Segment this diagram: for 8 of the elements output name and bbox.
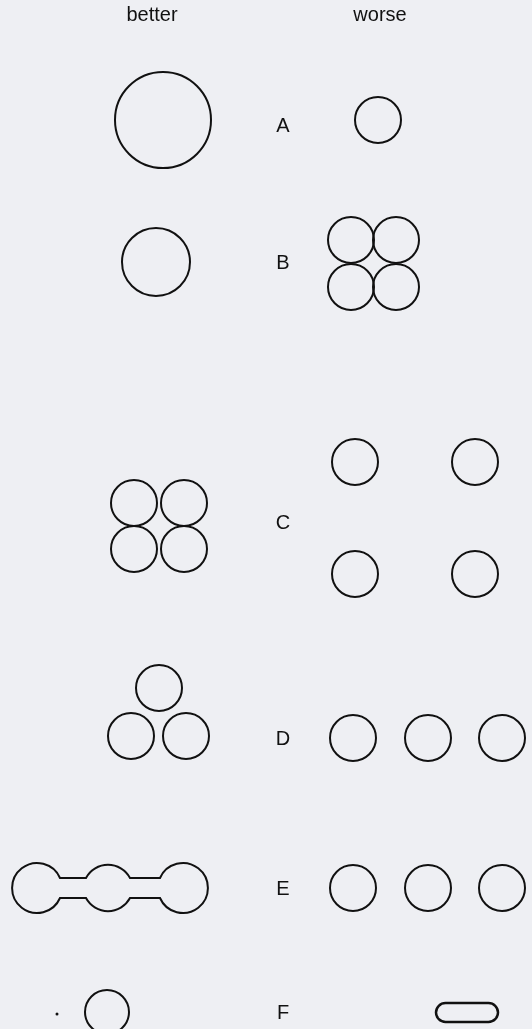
row-letter: A: [276, 115, 290, 135]
column-header: worse: [353, 4, 407, 24]
row-letter: E: [276, 878, 290, 898]
row-letter: D: [275, 728, 291, 748]
row-letter: C: [275, 512, 291, 532]
row-letter: B: [276, 252, 290, 272]
row-letter: F: [276, 1002, 290, 1022]
column-header: better: [126, 4, 178, 24]
